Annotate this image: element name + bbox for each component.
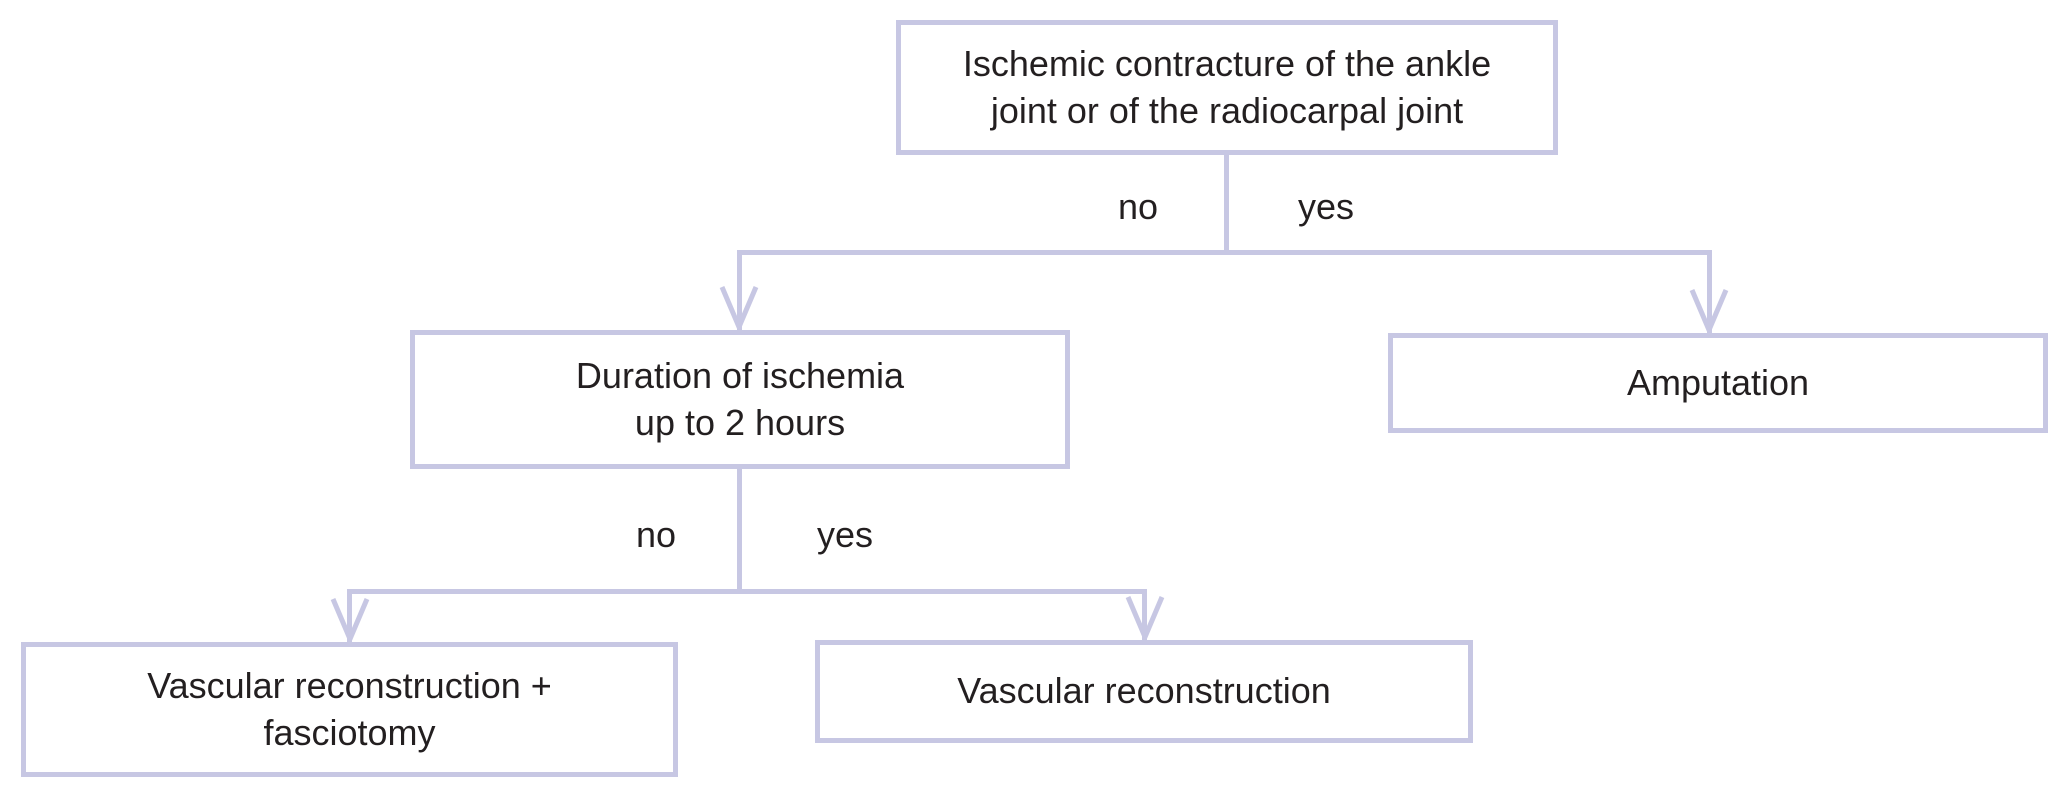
connector-root-drop-yes <box>1707 250 1712 333</box>
node-amputation: Amputation <box>1388 333 2048 433</box>
connector-root-stem <box>1224 155 1229 255</box>
connector-duration-rail <box>347 589 1147 594</box>
branch-label-yes-1: yes <box>1297 186 1355 227</box>
arrow-down-icon <box>330 596 370 642</box>
connector-duration-stem <box>737 469 742 594</box>
connector-root-drop-no <box>737 250 742 330</box>
node-vascular-reconstruction-fasciotomy: Vascular reconstruction + fasciotomy <box>21 642 678 777</box>
branch-label-yes-2: yes <box>816 514 874 555</box>
connector-duration-drop-no <box>347 589 352 642</box>
arrow-down-icon <box>1689 287 1729 333</box>
connector-duration-drop-yes <box>1142 589 1147 640</box>
node-vascular-reconstruction: Vascular reconstruction <box>815 640 1473 743</box>
branch-label-no-2: no <box>635 514 677 555</box>
arrow-down-icon <box>1125 594 1165 640</box>
arrow-down-icon <box>719 284 759 330</box>
branch-label-no-1: no <box>1117 186 1159 227</box>
node-ischemic-contracture: Ischemic contracture of the ankle joint … <box>896 20 1558 155</box>
node-duration-of-ischemia: Duration of ischemia up to 2 hours <box>410 330 1070 469</box>
connector-root-rail <box>737 250 1712 255</box>
